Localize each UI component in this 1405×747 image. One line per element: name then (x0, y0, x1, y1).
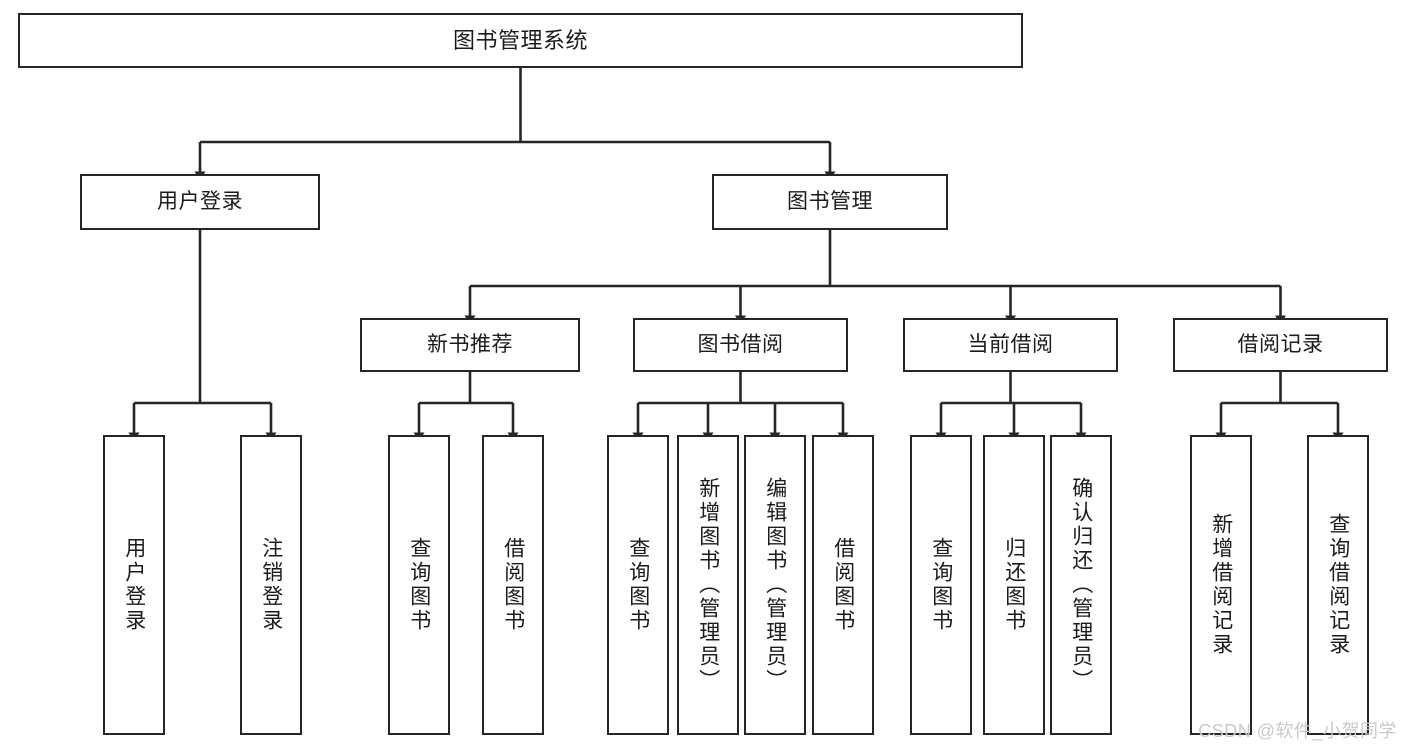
node-leaf-return-book[interactable]: 归还图书 (983, 435, 1045, 735)
node-label: 新增图书（管理员） (696, 477, 720, 693)
node-root-system[interactable]: 图书管理系统 (18, 13, 1023, 68)
node-label: 图书借阅 (697, 332, 784, 356)
node-borrow-record[interactable]: 借阅记录 (1173, 318, 1388, 372)
node-book-manage[interactable]: 图书管理 (712, 174, 948, 230)
node-book-borrow[interactable]: 图书借阅 (633, 318, 848, 372)
node-label: 查询图书 (626, 537, 650, 633)
node-label: 借阅记录 (1237, 332, 1324, 356)
node-current-borrow[interactable]: 当前借阅 (903, 318, 1118, 372)
node-label: 归还图书 (1002, 537, 1026, 633)
node-label: 图书管理系统 (452, 27, 588, 53)
node-leaf-confirm-return[interactable]: 确认归还（管理员） (1050, 435, 1112, 735)
node-leaf-add-borrow-record[interactable]: 新增借阅记录 (1190, 435, 1252, 735)
node-leaf-borrow-book-1[interactable]: 借阅图书 (482, 435, 544, 735)
node-label: 借阅图书 (831, 537, 855, 633)
node-label: 用户登录 (157, 189, 243, 213)
node-label: 新书推荐 (427, 332, 513, 356)
node-label: 用户登录 (122, 537, 146, 633)
node-leaf-add-book[interactable]: 新增图书（管理员） (677, 435, 739, 735)
watermark: CSDN @软件_小贺同学 (1198, 721, 1397, 741)
node-leaf-logout[interactable]: 注销登录 (240, 435, 302, 735)
node-leaf-query-book-1[interactable]: 查询图书 (388, 435, 450, 735)
node-leaf-borrow-book-2[interactable]: 借阅图书 (812, 435, 874, 735)
node-label: 借阅图书 (501, 537, 525, 633)
node-label: 当前借阅 (967, 332, 1054, 356)
node-leaf-user-login[interactable]: 用户登录 (103, 435, 165, 735)
node-leaf-edit-book[interactable]: 编辑图书（管理员） (744, 435, 806, 735)
node-user-login[interactable]: 用户登录 (80, 174, 320, 230)
node-leaf-query-book-2[interactable]: 查询图书 (607, 435, 669, 735)
node-leaf-query-borrow-record[interactable]: 查询借阅记录 (1307, 435, 1369, 735)
node-label: 编辑图书（管理员） (763, 477, 787, 693)
node-label: 新增借阅记录 (1209, 513, 1233, 657)
node-label: 查询图书 (929, 537, 953, 633)
node-label: 确认归还（管理员） (1069, 477, 1093, 693)
node-new-book-recommend[interactable]: 新书推荐 (360, 318, 580, 372)
node-label: 注销登录 (259, 537, 283, 633)
node-label: 查询借阅记录 (1326, 513, 1350, 657)
node-label: 查询图书 (407, 537, 431, 633)
node-label: 图书管理 (787, 189, 873, 213)
node-leaf-query-book-3[interactable]: 查询图书 (910, 435, 972, 735)
